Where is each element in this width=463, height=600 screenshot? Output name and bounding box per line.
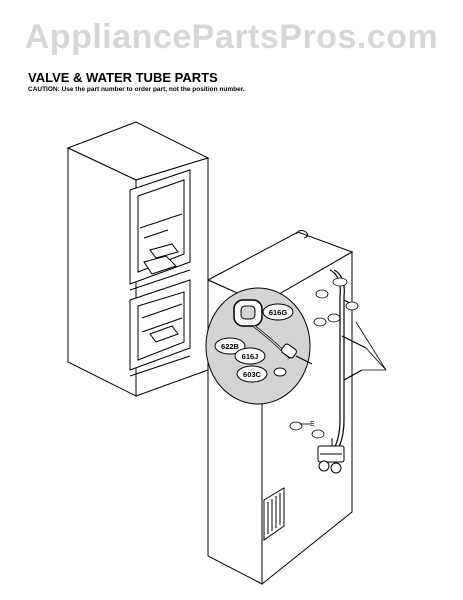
- callout-616J-label: 616J: [242, 352, 259, 361]
- diagram-title: VALVE & WATER TUBE PARTS: [28, 70, 218, 85]
- caution-note: CAUTION: Use the part number to order pa…: [28, 86, 245, 93]
- refrigerator-cabinet-front: [66, 121, 210, 397]
- callout-E-label: E: [310, 421, 315, 428]
- callout-616G: 616G: [262, 303, 294, 321]
- callout-603C-label: 603C: [243, 370, 262, 379]
- water-valve: [317, 438, 345, 474]
- callout-616J: 616J: [234, 347, 266, 365]
- callout-616G-label: 616G: [269, 308, 288, 317]
- watermark-logo: AppliancePartsPros.com: [24, 18, 439, 56]
- leader-lines: [300, 321, 387, 425]
- callout-622B-label: 622B: [221, 342, 240, 351]
- refrigerator-cabinet-rear: [206, 229, 354, 586]
- callout-622B: 622B: [214, 337, 246, 355]
- rear-callout-tags: [289, 277, 359, 439]
- callout-603C: 603C: [236, 365, 268, 383]
